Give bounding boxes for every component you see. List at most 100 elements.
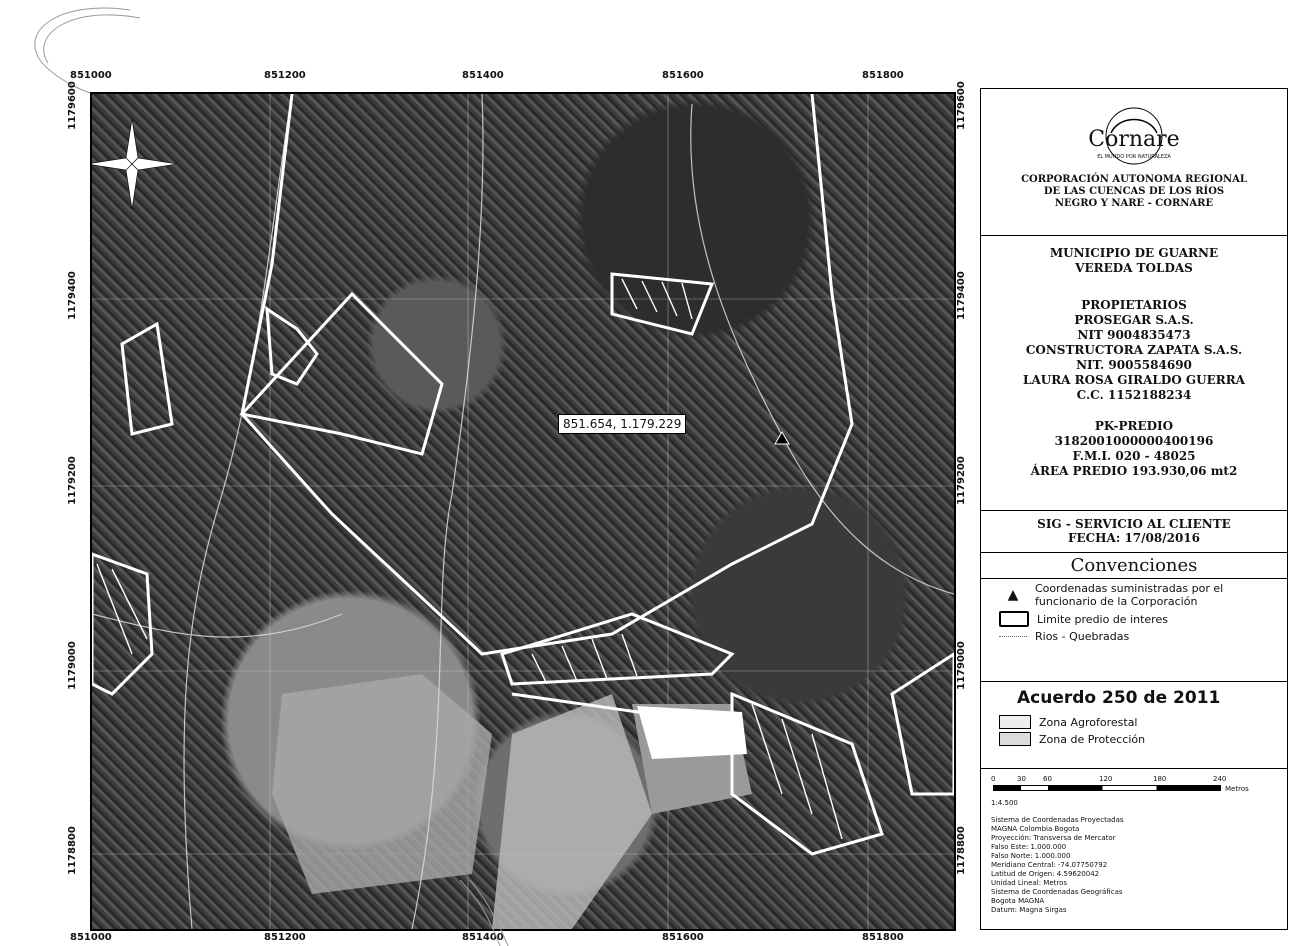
scale-bar: 0 30 60 120 180 240 Metros <box>991 775 1281 797</box>
y-tick: 1179000 <box>955 641 967 690</box>
open-field <box>492 694 652 929</box>
scale-tick: 240 <box>1213 775 1227 783</box>
scale-unit: Metros <box>1225 785 1249 793</box>
predio-line: ÁREA PREDIO 193.930,06 mt2 <box>1030 464 1238 478</box>
projection-line: Unidad Lineal: Metros <box>991 879 1068 887</box>
projection-info: Sistema de Coordenadas Proyectadas MAGNA… <box>991 816 1281 915</box>
zone-swatch-icon <box>999 715 1031 729</box>
x-tick: 851000 <box>70 70 112 81</box>
projection-line: MAGNA Colombia Bogota <box>991 825 1080 833</box>
triangle-icon: ▲ <box>1007 587 1019 603</box>
municipality: MUNICIPIO DE GUARNE <box>1049 246 1219 260</box>
map-overlay <box>92 94 954 929</box>
y-tick: 1179600 <box>66 81 78 130</box>
owner-line: NIT. 9005584690 <box>1076 358 1192 372</box>
owner-line: NIT 9004835473 <box>1077 328 1191 342</box>
y-tick: 1179400 <box>66 271 78 320</box>
projection-line: Latitud de Origen: 4.59620042 <box>991 870 1100 878</box>
owner-line: LAURA ROSA GIRALDO GUERRA <box>1023 373 1245 387</box>
owner-line: C.C. 1152188234 <box>1076 388 1192 402</box>
owners-title: PROPIETARIOS <box>1081 298 1187 312</box>
satellite-map[interactable]: 851.654, 1.179.229 <box>90 92 956 931</box>
scale-tick: 30 <box>1017 775 1026 783</box>
x-tick: 851200 <box>264 70 306 81</box>
conventions-section: Convenciones ▲ Coordenadas suministradas… <box>981 553 1287 682</box>
zone-label: Zona Agroforestal <box>1039 715 1138 729</box>
y-tick: 1179200 <box>955 456 967 505</box>
owner-line: CONSTRUCTORA ZAPATA S.A.S. <box>1025 343 1243 357</box>
x-tick: 851200 <box>264 932 306 943</box>
convention-label: Coordenadas suministradas por el funcion… <box>1035 582 1224 608</box>
org-line: DE LAS CUENCAS DE LOS RÍOS <box>1043 186 1225 197</box>
convention-label: Limite predio de interes <box>1037 612 1168 626</box>
scale-tick: 120 <box>1099 775 1113 783</box>
logo-text: Cornare <box>1088 127 1180 152</box>
y-tick: 1178800 <box>66 826 78 875</box>
zone-swatch-icon <box>999 732 1031 746</box>
scale-bar-graphic <box>993 785 1221 791</box>
parcel-boundaries <box>92 94 954 856</box>
org-header: Cornare EL MUNDO POR NATURALEZA CORPORAC… <box>981 105 1287 236</box>
zone-agroforestal: Zona Agroforestal <box>999 715 1287 729</box>
x-tick: 851600 <box>662 932 704 943</box>
predio-line: F.M.I. 020 - 48025 <box>1072 449 1196 463</box>
y-tick: 1179200 <box>66 456 78 505</box>
agreement-title: Acuerdo 250 de 2011 <box>1017 688 1221 708</box>
zone-label: Zona de Protección <box>1039 732 1146 746</box>
convention-parcel: Limite predio de interes <box>999 611 1287 627</box>
x-tick: 851800 <box>862 932 904 943</box>
y-tick: 1179000 <box>66 641 78 690</box>
convention-coordinates: ▲ Coordenadas suministradas por el funci… <box>999 582 1287 608</box>
coordinate-callout: 851.654, 1.179.229 <box>558 414 687 434</box>
cornare-logo: Cornare EL MUNDO POR NATURALEZA <box>981 105 1287 165</box>
open-field <box>272 674 492 894</box>
conventions-title: Convenciones <box>981 553 1287 579</box>
vereda: VEREDA TOLDAS <box>1075 261 1193 275</box>
projection-line: Sistema de Coordenadas Proyectadas <box>991 816 1124 824</box>
agreement-section: Acuerdo 250 de 2011 Zona Agroforestal Zo… <box>981 682 1287 769</box>
projection-line: Falso Este: 1.000.000 <box>991 843 1067 851</box>
parcel-boundary-icon <box>999 611 1029 627</box>
org-name: CORPORACIÓN AUTONOMA REGIONAL DE LAS CUE… <box>981 174 1287 210</box>
sketch-curve-top-left <box>34 7 141 96</box>
x-tick: 851600 <box>662 70 704 81</box>
predio-line: 3182001000000400196 <box>1054 434 1214 448</box>
convention-label: Rios - Quebradas <box>1035 630 1130 643</box>
x-tick: 851800 <box>862 70 904 81</box>
convention-rivers: Rios - Quebradas <box>999 630 1287 643</box>
projection-line: Bogota MAGNA <box>991 897 1045 905</box>
x-tick: 851000 <box>70 932 112 943</box>
projection-line: Meridiano Central: -74.07750792 <box>991 861 1108 869</box>
sig-info: SIG - SERVICIO AL CLIENTE FECHA: 17/08/2… <box>981 511 1287 553</box>
property-info: MUNICIPIO DE GUARNE VEREDA TOLDAS PROPIE… <box>981 236 1287 511</box>
y-tick: 1179600 <box>955 81 967 130</box>
coordinate-marker-icon <box>774 431 790 445</box>
projection-line: Falso Norte: 1.000.000 <box>991 852 1071 860</box>
cornare-logo-icon <box>1105 107 1163 165</box>
sig-line: SIG - SERVICIO AL CLIENTE <box>1037 517 1231 531</box>
org-line: CORPORACIÓN AUTONOMA REGIONAL <box>1021 174 1247 185</box>
legend-panel: Cornare EL MUNDO POR NATURALEZA CORPORAC… <box>980 88 1288 930</box>
projection-line: Datum: Magna Sirgas <box>991 906 1067 914</box>
org-line: NEGRO Y NARE - CORNARE <box>1054 198 1214 209</box>
owner-line: PROSEGAR S.A.S. <box>1074 313 1194 327</box>
projection-line: Proyección: Transversa de Mercator <box>991 834 1116 842</box>
y-tick: 1179400 <box>955 271 967 320</box>
parcel-hatching <box>96 278 843 840</box>
predio-line: PK-PREDIO <box>1094 419 1174 433</box>
sketch-curve-bottom <box>459 880 509 946</box>
projection-line: Sistema de Coordenadas Geográficas <box>991 888 1123 896</box>
logo-ring-text: EL MUNDO POR NATURALEZA <box>1097 154 1171 160</box>
river-line-icon <box>999 636 1027 637</box>
x-tick: 851400 <box>462 932 504 943</box>
sig-line: FECHA: 17/08/2016 <box>1067 531 1201 545</box>
x-tick: 851400 <box>462 70 504 81</box>
scale-tick: 180 <box>1153 775 1167 783</box>
y-tick: 1178800 <box>955 826 967 875</box>
zone-proteccion: Zona de Protección <box>999 732 1287 746</box>
scale-tick: 0 <box>991 775 996 783</box>
scale-tick: 60 <box>1043 775 1052 783</box>
scale-ratio: 1:4.500 <box>991 799 1018 807</box>
north-arrow-icon <box>92 118 178 210</box>
scale-and-projection: 0 30 60 120 180 240 Metros 1:4.500 Siste… <box>981 769 1287 915</box>
